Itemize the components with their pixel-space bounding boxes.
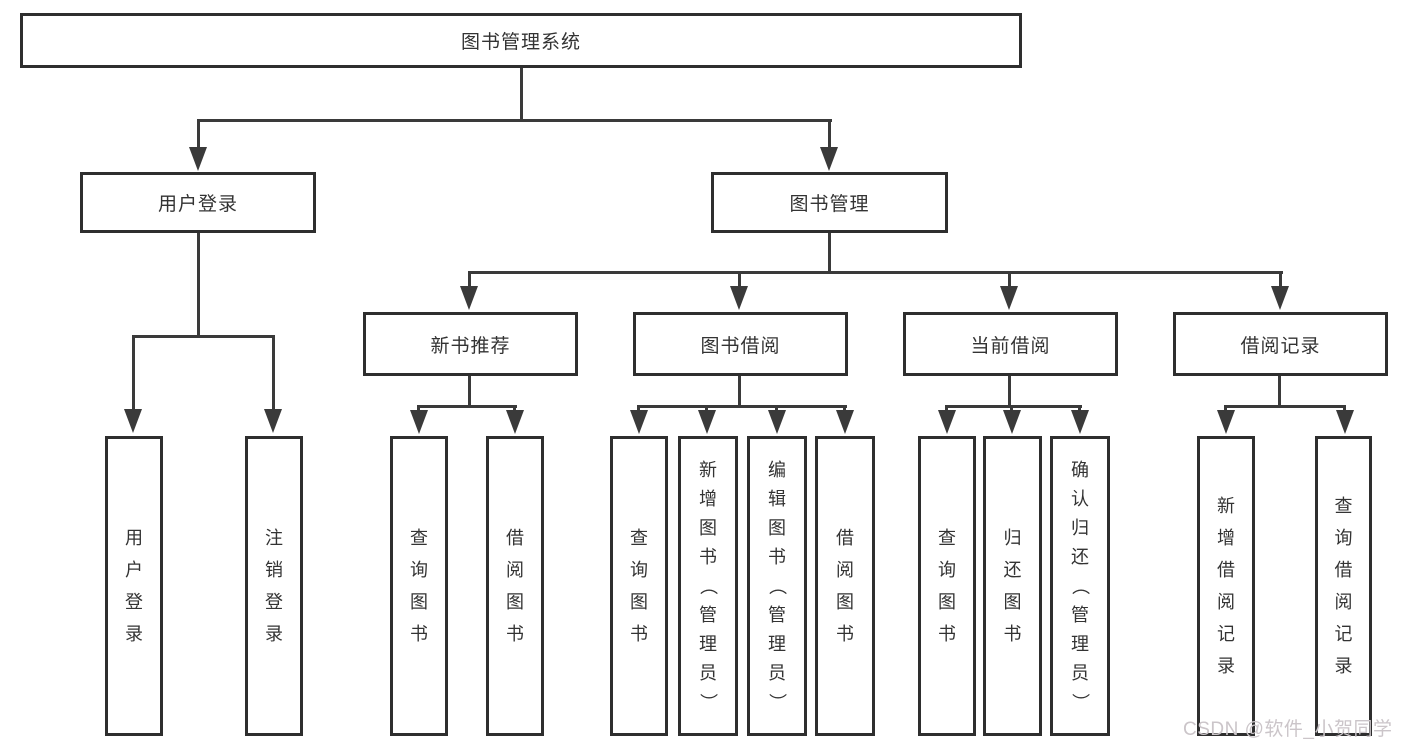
node-user-login: 用户登录	[80, 172, 316, 233]
leaf-query-book-2: 查询图书	[610, 436, 668, 736]
connector-drop	[468, 271, 471, 289]
arrowhead-down-icon	[124, 409, 142, 433]
arrowhead-down-icon	[264, 409, 282, 433]
connector-drop	[272, 335, 275, 411]
connector-root-stem	[520, 66, 523, 122]
connector-drop	[197, 119, 200, 149]
node-borrow-record: 借阅记录	[1173, 312, 1388, 376]
arrowhead-down-icon	[730, 286, 748, 310]
connector-drop	[828, 119, 831, 149]
connector-drop	[738, 271, 741, 289]
arrowhead-down-icon	[410, 410, 428, 434]
connector-stem	[1008, 376, 1011, 408]
leaf-borrow-book-2: 借阅图书	[815, 436, 875, 736]
arrowhead-down-icon	[1003, 410, 1021, 434]
node-user-login-label: 用户登录	[157, 194, 238, 215]
connector-bar	[945, 405, 1082, 408]
arrowhead-down-icon	[698, 410, 716, 434]
connector-root-bar	[197, 119, 832, 122]
leaf-query-borrow-record: 查询借阅记录	[1315, 436, 1372, 736]
leaf-return-book: 归还图书	[983, 436, 1042, 736]
arrowhead-down-icon	[460, 286, 478, 310]
leaf-confirm-return-admin: 确认归还（管理员）	[1050, 436, 1110, 736]
connector-drop	[1008, 271, 1011, 289]
node-root: 图书管理系统	[20, 13, 1022, 68]
node-current-borrow-label: 当前借阅	[970, 335, 1051, 357]
arrowhead-down-icon	[938, 410, 956, 434]
leaf-query-book-3: 查询图书	[918, 436, 976, 736]
connector-bar	[417, 405, 517, 408]
arrowhead-down-icon	[630, 410, 648, 434]
connector-mgmt-stem	[828, 233, 831, 274]
connector-bar	[637, 405, 847, 408]
node-current-borrow: 当前借阅	[903, 312, 1118, 376]
connector-login-bar	[132, 335, 275, 338]
arrowhead-down-icon	[1217, 410, 1235, 434]
leaf-logout: 注销登录	[245, 436, 303, 736]
csdn-watermark: CSDN @软件_小贺同学	[1183, 719, 1393, 740]
node-book-borrow: 图书借阅	[633, 312, 848, 376]
arrowhead-down-icon	[768, 410, 786, 434]
connector-bar	[1224, 405, 1346, 408]
arrowhead-down-icon	[189, 147, 207, 171]
connector-login-stem	[197, 233, 200, 338]
leaf-query-book-1: 查询图书	[390, 436, 448, 736]
arrowhead-down-icon	[506, 410, 524, 434]
connector-stem	[738, 376, 741, 408]
connector-drop	[132, 335, 135, 411]
leaf-add-borrow-record: 新增借阅记录	[1197, 436, 1255, 736]
leaf-borrow-book-1: 借阅图书	[486, 436, 544, 736]
connector-drop	[1279, 271, 1282, 289]
connector-stem	[1278, 376, 1281, 408]
node-new-book-recommend: 新书推荐	[363, 312, 578, 376]
leaf-user-login: 用户登录	[105, 436, 163, 736]
node-book-borrow-label: 图书借阅	[700, 335, 781, 357]
arrowhead-down-icon	[1271, 286, 1289, 310]
node-root-label: 图书管理系统	[460, 32, 581, 53]
node-book-management: 图书管理	[711, 172, 948, 233]
arrowhead-down-icon	[1000, 286, 1018, 310]
node-new-book-recommend-label: 新书推荐	[430, 335, 511, 357]
arrowhead-down-icon	[1336, 410, 1354, 434]
leaf-add-book-admin: 新增图书（管理员）	[678, 436, 738, 736]
node-book-management-label: 图书管理	[789, 194, 870, 215]
connector-mgmt-bar	[469, 271, 1283, 274]
leaf-edit-book-admin: 编辑图书（管理员）	[747, 436, 807, 736]
connector-stem	[468, 376, 471, 408]
node-borrow-record-label: 借阅记录	[1240, 335, 1321, 357]
arrowhead-down-icon	[1071, 410, 1089, 434]
arrowhead-down-icon	[820, 147, 838, 171]
arrowhead-down-icon	[836, 410, 854, 434]
